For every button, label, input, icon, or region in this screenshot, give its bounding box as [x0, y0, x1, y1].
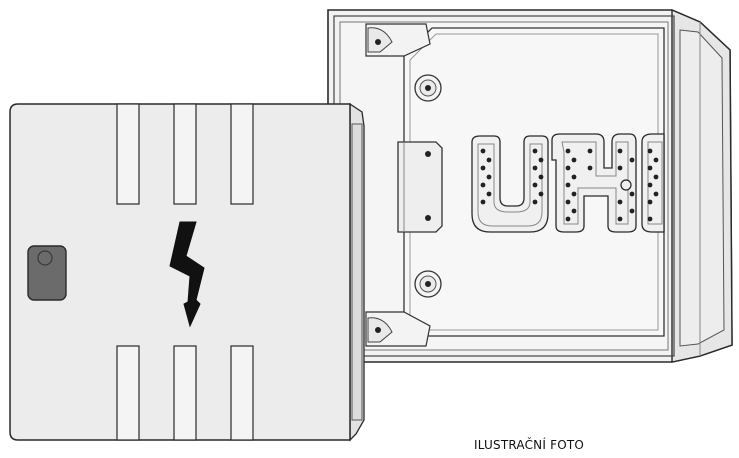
clamp-bar [397, 141, 443, 233]
standoff-bottom [414, 270, 442, 298]
terminal-screws [480, 148, 659, 222]
vent-slots-bottom [116, 345, 254, 441]
door-lock-icon[interactable] [27, 245, 67, 301]
lightning-bolt-icon [169, 221, 205, 328]
corner-screw-bottom-left [365, 311, 431, 347]
corner-screw-top-left [365, 23, 431, 57]
enclosure-body [327, 8, 733, 363]
illustration-caption: ILUSTRAČNÍ FOTO [474, 438, 585, 452]
vent-slots-top [116, 103, 254, 205]
enclosure-door [9, 102, 365, 442]
standoff-top [414, 74, 442, 102]
